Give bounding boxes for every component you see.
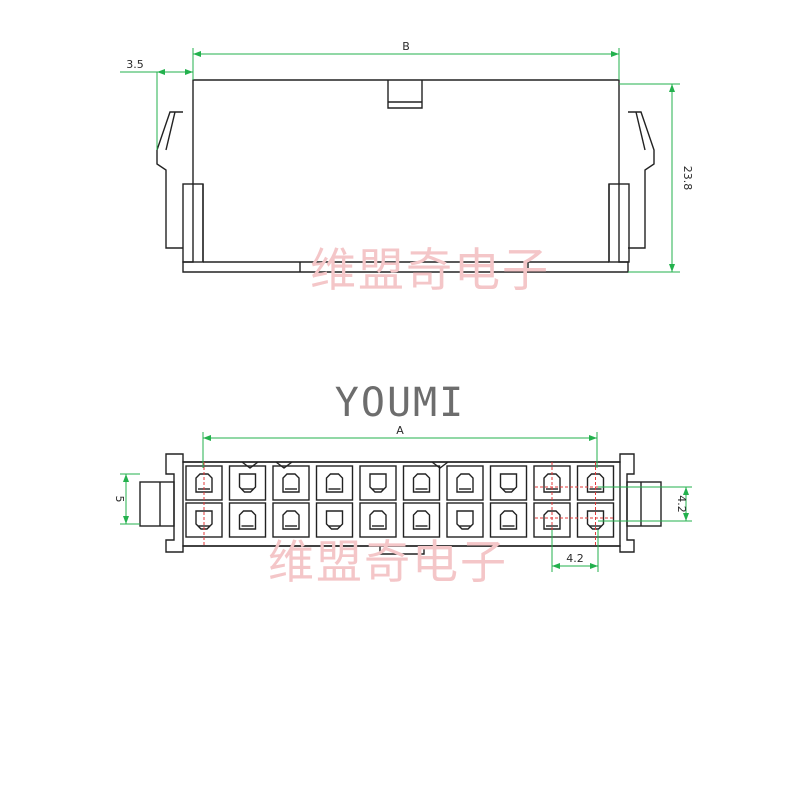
dim-a-label: A bbox=[396, 424, 404, 437]
dim-4-2-bottom-arrow-right bbox=[590, 563, 598, 569]
pin-cavity-frame bbox=[228, 502, 267, 538]
pin-terminal bbox=[325, 473, 344, 493]
pin-cavity-frame bbox=[228, 465, 267, 501]
dim-23-8-arrow-top bbox=[669, 84, 675, 92]
dim-b-arrow-left bbox=[193, 51, 201, 57]
side-top-key bbox=[387, 80, 423, 109]
pin-cavity bbox=[446, 502, 484, 538]
dim-3-5-label: 3.5 bbox=[126, 58, 144, 71]
pin-terminal bbox=[238, 510, 257, 530]
dim-a-arrow-left bbox=[203, 435, 211, 441]
front-housing-outline bbox=[165, 453, 635, 553]
watermark-top: 维盟奇电子 bbox=[310, 243, 550, 297]
pin-cavity bbox=[402, 465, 441, 501]
pin-terminal bbox=[412, 510, 431, 530]
dim-3-5-arrow bbox=[185, 69, 193, 75]
dim-23-8-label: 23.8 bbox=[681, 166, 694, 191]
pin-cavity bbox=[489, 465, 528, 501]
pin-cavity-frame bbox=[315, 465, 354, 501]
front-bottom-key bbox=[379, 546, 425, 555]
pin-cavity-frame bbox=[446, 502, 484, 538]
front-right-latch bbox=[626, 481, 662, 527]
pin-terminal bbox=[369, 510, 387, 530]
pin-cavity-frame bbox=[446, 465, 484, 501]
pin-terminal bbox=[412, 473, 431, 493]
watermark-bottom: 维盟奇电子 bbox=[268, 535, 508, 589]
pin-terminal bbox=[456, 510, 474, 530]
side-view: B 3.5 23.8 bbox=[120, 40, 694, 273]
dim-5-label: 5 bbox=[113, 496, 126, 503]
dim-4-2-right-arrow-top bbox=[683, 487, 689, 495]
pin-cavity-frame bbox=[272, 465, 310, 501]
pin-terminal bbox=[456, 473, 474, 493]
pin-cavity bbox=[228, 465, 267, 501]
brand-youmi: YOUMI bbox=[335, 380, 465, 426]
side-left-post bbox=[182, 183, 204, 263]
pin-cavity-frame bbox=[359, 465, 397, 501]
pin-cavity-frame bbox=[489, 502, 528, 538]
dim-a-arrow-right bbox=[589, 435, 597, 441]
side-right-latch-line bbox=[635, 111, 646, 151]
pin-grid bbox=[185, 462, 615, 546]
pin-cavity-frame bbox=[272, 502, 310, 538]
pin-cavity-frame bbox=[489, 465, 528, 501]
dim-4-2-bottom-label: 4.2 bbox=[566, 552, 584, 565]
side-right-post bbox=[608, 183, 630, 263]
pin-cavity bbox=[446, 465, 484, 501]
dim-4-2-right-arrow-bottom bbox=[683, 513, 689, 521]
pin-cavity bbox=[402, 502, 441, 538]
pin-terminal bbox=[325, 510, 344, 530]
dim-5-arrow-top bbox=[123, 474, 129, 482]
pin-cavity bbox=[272, 502, 310, 538]
pin-terminal bbox=[282, 510, 300, 530]
front-left-latch bbox=[139, 481, 175, 527]
front-view: A 5 4.2 4.2 bbox=[113, 424, 692, 572]
front-inner-frame bbox=[182, 461, 621, 547]
pin-terminal bbox=[499, 510, 518, 530]
pin-cavity-frame bbox=[315, 502, 354, 538]
pin-cavity bbox=[489, 502, 528, 538]
pin-cavity-frame bbox=[402, 502, 441, 538]
pin-terminal bbox=[238, 473, 257, 493]
dim-4-2-right-label: 4.2 bbox=[675, 495, 688, 513]
side-left-latch-line bbox=[165, 111, 176, 151]
pin-terminal bbox=[369, 473, 387, 493]
pin-cavity bbox=[228, 502, 267, 538]
pin-terminal bbox=[499, 473, 518, 493]
pin-cavity-frame bbox=[359, 502, 397, 538]
pin-cavity bbox=[359, 502, 397, 538]
front-top-notch-1 bbox=[241, 461, 259, 469]
dim-3-5-arrow-2 bbox=[157, 69, 165, 75]
front-top-notch-2 bbox=[275, 461, 293, 469]
side-left-latch bbox=[156, 111, 183, 249]
dim-23-8-arrow-bottom bbox=[669, 264, 675, 272]
dim-4-2-bottom-arrow-left bbox=[552, 563, 560, 569]
dim-b-label: B bbox=[402, 40, 410, 53]
pin-cavity bbox=[315, 465, 354, 501]
pin-cavity-frame bbox=[402, 465, 441, 501]
pin-cavity bbox=[359, 465, 397, 501]
pin-cavity bbox=[315, 502, 354, 538]
dim-b-arrow-right bbox=[611, 51, 619, 57]
pin-terminal bbox=[282, 473, 300, 493]
side-right-latch bbox=[628, 111, 655, 249]
pin-cavity bbox=[272, 465, 310, 501]
dim-5-arrow-bottom bbox=[123, 516, 129, 524]
